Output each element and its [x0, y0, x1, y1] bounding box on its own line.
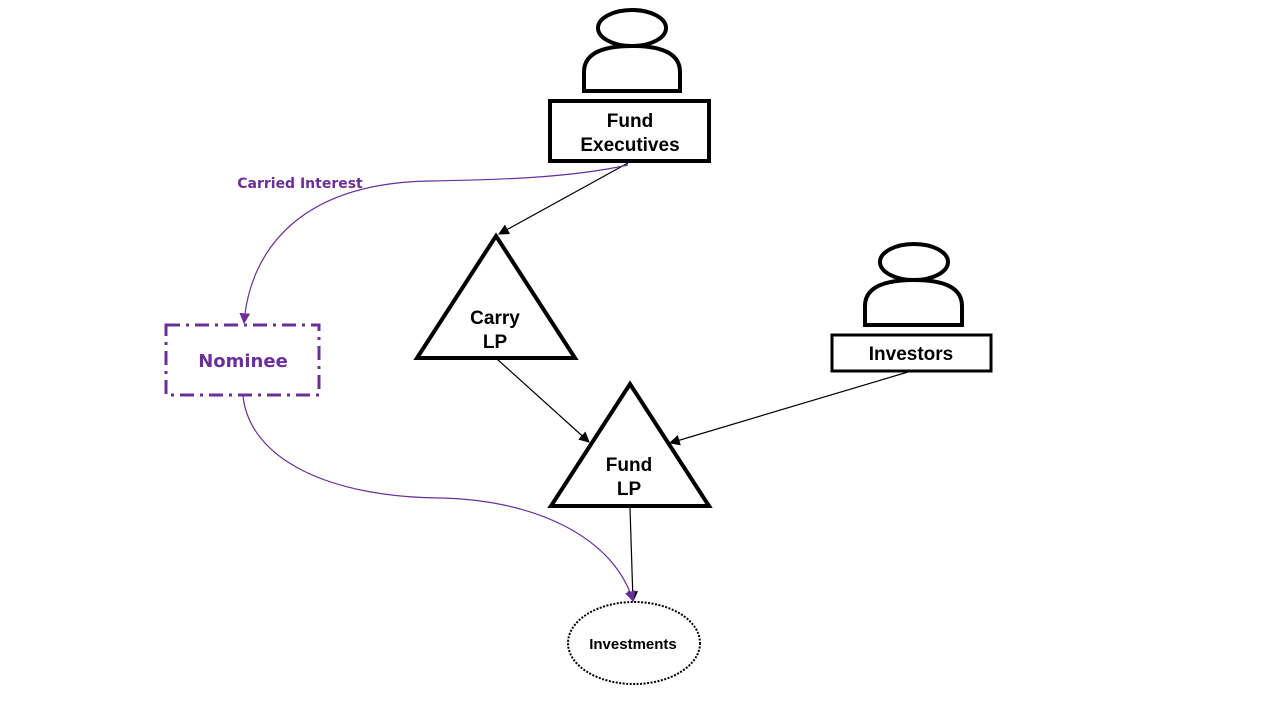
investments-label: Investments [589, 636, 677, 653]
fund-executives-node[interactable]: Fund Executives [548, 99, 711, 163]
fund-executives-person-icon [582, 8, 682, 93]
investors-label: Investors [869, 344, 953, 365]
nominee-label: Nominee [198, 351, 288, 372]
edge-nominee-to-investments [242, 395, 636, 603]
fund-executives-label-line2: Executives [580, 135, 679, 156]
fund-executives-label-line1: Fund [607, 111, 653, 132]
nominee-node[interactable]: Nominee [164, 323, 321, 397]
carried-interest-edge-label: Carried Interest [237, 176, 363, 192]
edge-fund-lp-to-investments [627, 507, 639, 603]
edge-investors-to-fund-lp [668, 371, 909, 446]
carry-lp-node[interactable]: Carry LP [413, 232, 579, 360]
fund-lp-label-line2: LP [617, 479, 642, 500]
fund-lp-label-line1: Fund [606, 455, 652, 476]
investors-person-icon [863, 242, 964, 327]
carry-lp-label-line2: LP [483, 332, 508, 353]
investments-node[interactable]: Investments [567, 601, 701, 685]
edge-fund-executives-to-carry-lp [498, 162, 629, 235]
edge-fund-executives-to-nominee [239, 164, 629, 325]
investors-node[interactable]: Investors [830, 333, 993, 373]
edge-carry-lp-to-fund-lp [496, 358, 590, 443]
carry-lp-label-line1: Carry [470, 308, 520, 329]
fund-lp-node[interactable]: Fund LP [547, 380, 713, 508]
